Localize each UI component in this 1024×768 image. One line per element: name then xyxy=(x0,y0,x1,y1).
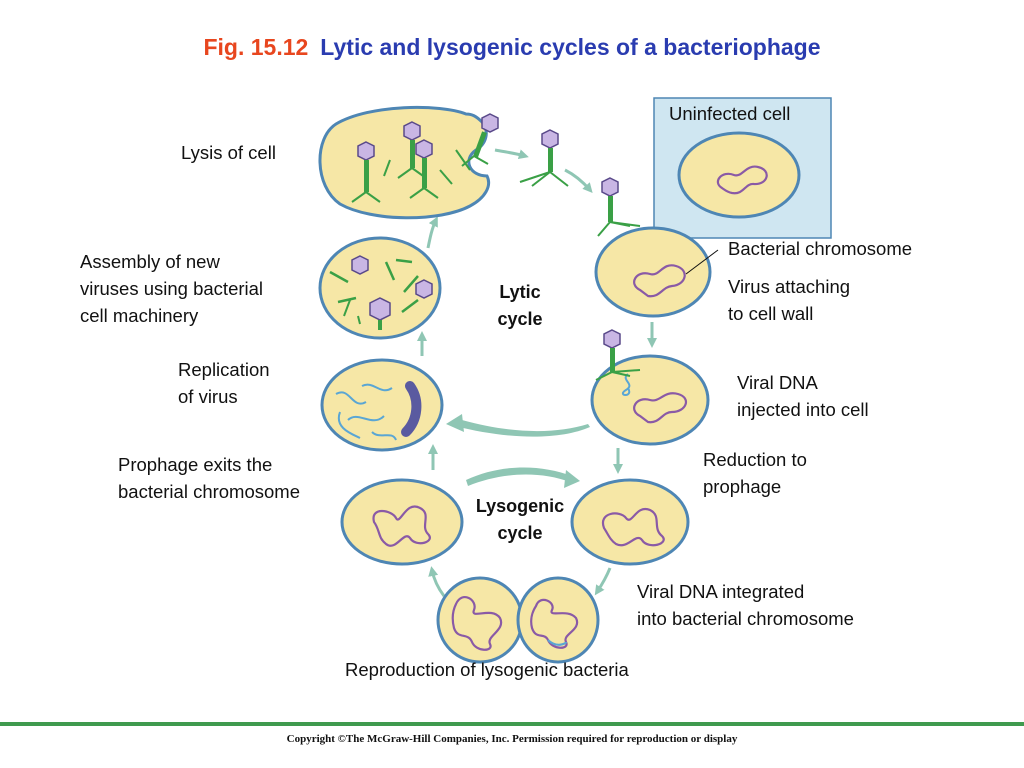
injected-viral-dna xyxy=(621,373,631,396)
injecting-phage xyxy=(595,329,641,381)
figure-number: Fig. 15.12 xyxy=(203,34,309,60)
lytic-return-arrowhead xyxy=(446,414,464,432)
reduction-label-line-2: prophage xyxy=(703,476,782,497)
lysis-phages xyxy=(351,113,499,203)
assembly-label-line-2: viruses using bacterial xyxy=(80,278,264,299)
virus-attaching-label: Virus attaching to cell wall xyxy=(728,273,850,327)
reduction-label: Reduction to prophage xyxy=(703,446,807,500)
integrated-prophage-right xyxy=(547,639,568,646)
lysogenic-cycle-label-line-2: cycle xyxy=(497,523,543,543)
viral-dna-integrated-label: Viral DNA integrated into bacterial chro… xyxy=(637,578,854,632)
reproduction-label: Reproduction of lysogenic bacteria xyxy=(345,659,629,680)
lytic-cycle-label-line-2: cycle xyxy=(497,309,543,329)
replicated-viral-dna xyxy=(335,383,397,441)
virus-attaching-label-line-2: to cell wall xyxy=(728,303,814,324)
arrow-to-attach xyxy=(564,168,593,194)
prophage-exits-label-line-1: Prophage exits the xyxy=(118,454,273,475)
figure-title: Fig. 15.12 Lytic and lysogenic cycles of … xyxy=(0,34,1024,61)
lysogenic-top-arrowhead xyxy=(564,470,580,488)
prophage-exit-chromosome xyxy=(372,505,431,547)
lysogenic-cycle-label-line-1: Lysogenic xyxy=(475,496,565,516)
daughter-cell-right xyxy=(516,576,600,664)
released-phage xyxy=(519,129,569,187)
replication-label-line-1: Replication xyxy=(178,359,270,380)
bacterial-chromosome-pointer xyxy=(685,249,719,275)
prophage-exits-label: Prophage exits the bacterial chromosome xyxy=(118,451,300,505)
reduction-label-line-1: Reduction to xyxy=(703,449,807,470)
uninfected-chromosome xyxy=(716,165,768,195)
attaching-chromosome xyxy=(633,264,686,298)
lysogenic-cycle-label: Lysogenic cycle xyxy=(460,493,580,547)
assembly-label-line-3: cell machinery xyxy=(80,305,199,326)
figure-title-text: Lytic and lysogenic cycles of a bacterio… xyxy=(320,34,821,60)
attaching-phage xyxy=(597,177,641,237)
assembly-label-line-1: Assembly of new xyxy=(80,251,220,272)
bacterial-chromosome-label: Bacterial chromosome xyxy=(728,238,913,259)
lytic-cycle-label-line-1: Lytic xyxy=(499,282,541,302)
viral-dna-injected-label-line-2: injected into cell xyxy=(737,399,869,420)
injecting-chromosome xyxy=(633,392,688,424)
virus-attaching-label-line-1: Virus attaching xyxy=(728,276,851,297)
lytic-return-arrow xyxy=(455,420,590,437)
prophage-exit-cell xyxy=(340,478,464,566)
viral-dna-injected-label: Viral DNA injected into cell xyxy=(737,369,869,423)
attaching-cell xyxy=(594,226,712,318)
reduction-cell xyxy=(570,478,690,566)
uninfected-cell-label: Uninfected cell xyxy=(669,103,791,124)
footer-rule xyxy=(0,722,1024,726)
prophage-exits-label-line-2: bacterial chromosome xyxy=(118,481,300,502)
arrow-reproduction-to-exit xyxy=(428,566,446,597)
viral-dna-integrated-label-line-2: into bacterial chromosome xyxy=(637,608,854,629)
lytic-cycle-label: Lytic cycle xyxy=(480,279,560,333)
copyright-notice: Copyright ©The McGraw-Hill Companies, In… xyxy=(286,733,738,745)
arrow-integrated-to-reproduction xyxy=(594,567,612,596)
arrow-lysis-to-release xyxy=(494,148,529,160)
viral-dna-injected-label-line-1: Viral DNA xyxy=(737,372,818,393)
replication-label-line-2: of virus xyxy=(178,386,238,407)
assembly-label: Assembly of new viruses using bacterial … xyxy=(80,248,263,329)
lysis-cell xyxy=(318,105,491,220)
assembly-parts xyxy=(329,255,433,330)
replication-cell xyxy=(320,358,444,452)
replicating-chromosome xyxy=(401,381,422,437)
lysis-label: Lysis of cell xyxy=(181,142,276,163)
lysogenic-top-arrow xyxy=(466,467,572,486)
reduction-chromosome xyxy=(601,507,665,547)
viral-dna-integrated-label-line-1: Viral DNA integrated xyxy=(637,581,805,602)
daughter-chromosome-left xyxy=(451,596,503,651)
replication-label: Replication of virus xyxy=(178,356,270,410)
arrow-assembly-to-lysis xyxy=(426,216,438,249)
